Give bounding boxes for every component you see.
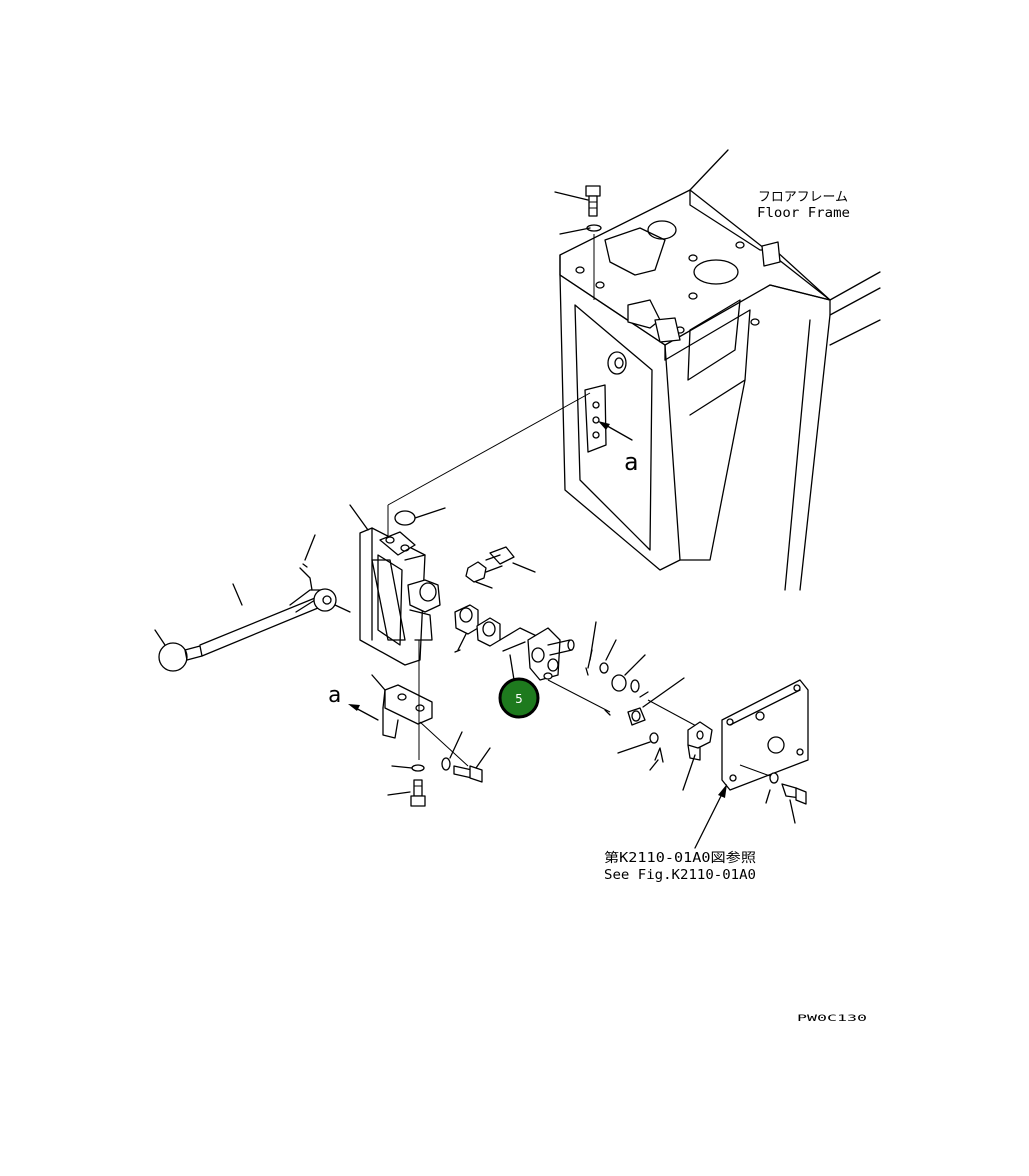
view-a-label-upper: a <box>624 448 638 476</box>
callout-5[interactable]: 5 <box>498 677 540 719</box>
lever-assembly <box>154 534 351 672</box>
view-a-arrow-upper <box>598 421 633 441</box>
guide-bracket <box>349 504 446 666</box>
see-fig-label-en: See Fig.K2110-01A0 <box>604 868 756 883</box>
lower-bolts <box>387 731 491 807</box>
callout-5-badge[interactable] <box>498 677 540 719</box>
cover-plate <box>694 679 809 849</box>
floor-frame <box>559 149 881 591</box>
nut-bolt-set <box>454 546 536 653</box>
floor-frame-label-jp: フロアフレーム <box>758 190 848 205</box>
lower-bracket <box>371 640 469 767</box>
linkage-parts <box>585 621 713 791</box>
view-a-arrow-lower <box>348 704 379 721</box>
callout-5-number: 5 <box>515 692 523 706</box>
view-a-label-lower: a <box>328 683 341 708</box>
floor-frame-label-en: Floor Frame <box>757 206 850 221</box>
see-fig-label-jp: 第K2110-01A0図参照 <box>604 850 756 866</box>
top-bolt <box>554 185 602 300</box>
figure-code: PW0C130 <box>797 1014 867 1024</box>
shaft-assembly <box>499 627 611 713</box>
